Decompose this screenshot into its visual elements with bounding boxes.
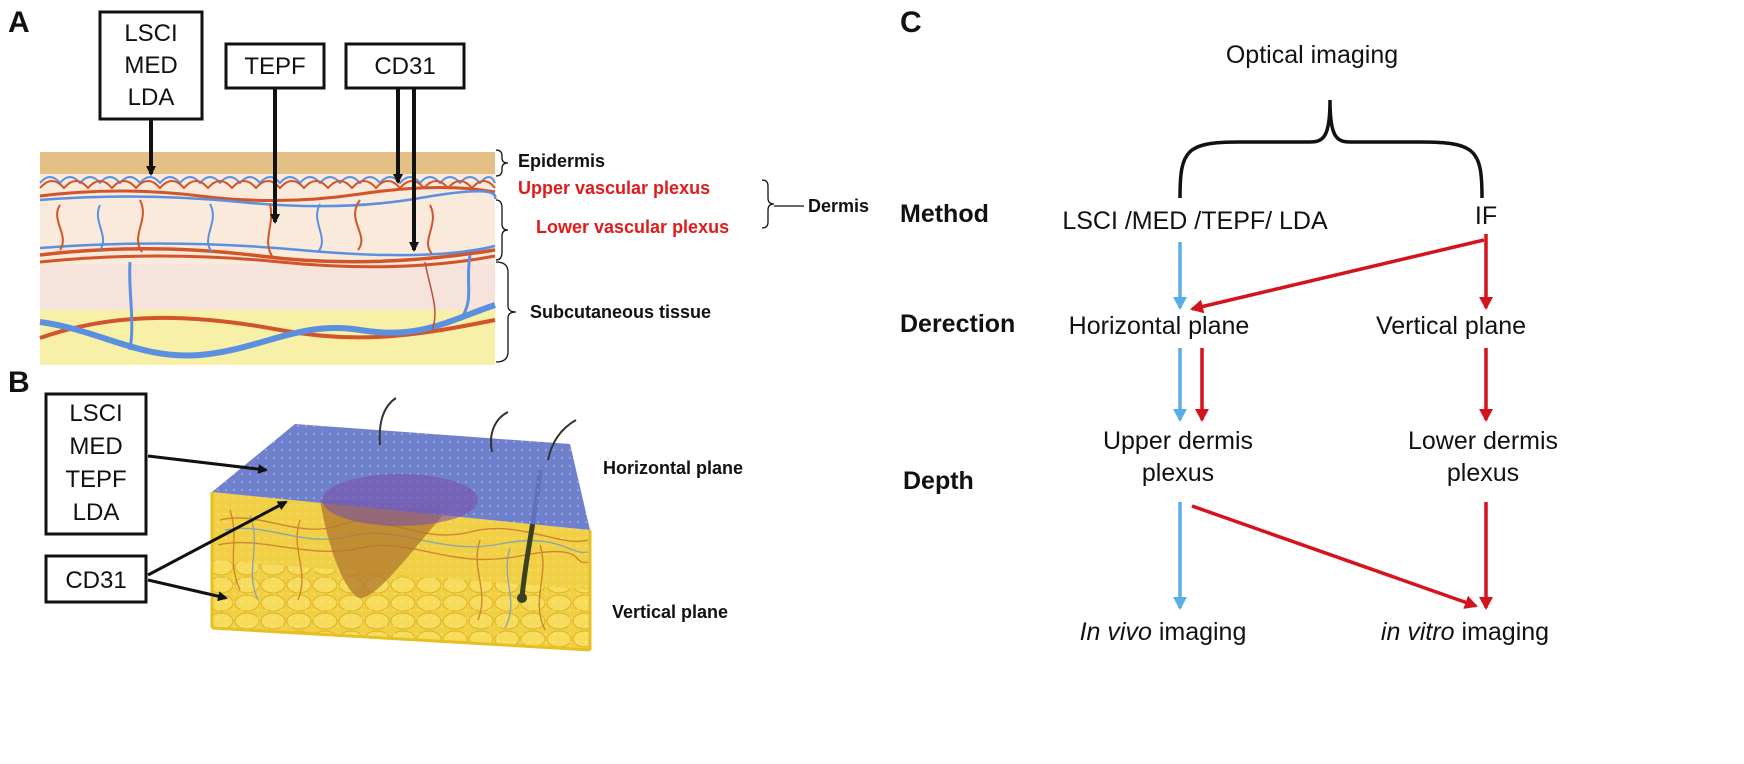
row-label-direction: Derection <box>900 310 1015 338</box>
panel-a-letter: A <box>8 6 30 39</box>
b-box-text-med: MED <box>69 433 122 460</box>
lower-dermis-line2: plexus <box>1447 459 1519 487</box>
connecting-vessels-red <box>56 199 434 257</box>
brace-subcutaneous <box>495 261 517 363</box>
panel-a: A LSCI MED LDA <box>8 6 869 365</box>
b-box-text-tepf: TEPF <box>65 466 126 493</box>
method-right-node: IF <box>1475 202 1497 230</box>
label-upper-vascular-plexus: Upper vascular plexus <box>518 178 710 198</box>
tissue-block <box>210 397 592 652</box>
subcutaneous-vessel-red <box>39 315 496 340</box>
lower-plexus-vessel-blue <box>39 242 496 257</box>
upper-dermis-line2: plexus <box>1142 459 1214 487</box>
hairs <box>378 397 577 461</box>
lower-dermis-layer <box>40 264 495 310</box>
b-box-text-cd31: CD31 <box>65 567 126 594</box>
in-vitro-rest: imaging <box>1455 618 1550 646</box>
row-label-method: Method <box>900 200 989 228</box>
lower-plexus-vessel-red <box>39 246 496 264</box>
method-left-node: LSCI /MED /TEPF/ LDA <box>1062 207 1328 235</box>
lower-dermis-line1: Lower dermis <box>1408 427 1558 455</box>
label-box-tepf: TEPF <box>224 42 326 90</box>
capillary-loops-red <box>39 180 496 190</box>
arrow-to-horizontal-plane <box>147 454 268 475</box>
in-vivo-rest: imaging <box>1152 618 1247 646</box>
label-dermis: Dermis <box>808 196 869 216</box>
box-text-tepf: TEPF <box>244 53 305 80</box>
label-vertical-plane: Vertical plane <box>612 602 728 622</box>
panel-b-letter: B <box>8 366 30 399</box>
horizontal-plane-node: Horizontal plane <box>1069 312 1250 340</box>
panel-c-letter: C <box>900 6 922 39</box>
vertical-vessels-blue <box>128 254 472 351</box>
skin-cross-section <box>39 152 497 365</box>
arrow-upper-to-invitro-red <box>1191 504 1478 609</box>
panel-c: C Optical imaging Method Derection Depth… <box>900 6 1558 646</box>
connecting-vessels-blue <box>97 203 323 253</box>
in-vivo-imaging-node: In vivo imaging <box>1080 618 1247 646</box>
vertical-plane-node: Vertical plane <box>1376 312 1526 340</box>
in-vitro-imaging-node: in vitro imaging <box>1381 618 1549 646</box>
capillary-loops-blue <box>39 176 496 185</box>
box-text-med: MED <box>124 52 177 79</box>
arrow-cd31-to-section <box>147 500 288 577</box>
in-vitro-italic: in vitro <box>1381 618 1455 646</box>
brace-dermis <box>761 179 775 229</box>
label-subcutaneous-tissue: Subcutaneous tissue <box>530 302 711 322</box>
label-box-cd31: CD31 <box>344 42 466 90</box>
lower-plexus-vessel-red-2 <box>39 254 496 269</box>
optical-imaging-title: Optical imaging <box>1226 41 1398 69</box>
wound-area <box>322 474 478 526</box>
upper-dermis-line1: Upper dermis <box>1103 427 1253 455</box>
box-text-lsci: LSCI <box>124 20 177 47</box>
label-box-b-methods: LSCI MED TEPF LDA <box>44 392 148 536</box>
box-text-cd31: CD31 <box>374 53 435 80</box>
b-box-text-lda: LDA <box>73 499 120 526</box>
row-label-depth: Depth <box>903 467 974 495</box>
panel-b: B LSCI MED TEPF LDA <box>8 366 743 652</box>
label-horizontal-plane: Horizontal plane <box>603 458 743 478</box>
arrow-cd31-to-vertical <box>147 578 228 602</box>
in-vivo-italic: In vivo <box>1080 618 1152 646</box>
brace-epidermis <box>495 149 509 177</box>
label-lower-vascular-plexus: Lower vascular plexus <box>536 217 729 237</box>
follicle-bulb <box>517 593 527 603</box>
arrow-if-to-horizontal-red <box>1190 238 1485 314</box>
label-box-b-cd31: CD31 <box>44 554 148 604</box>
upper-plexus-vessel-blue <box>39 190 497 208</box>
b-box-text-lsci: LSCI <box>69 400 122 427</box>
subcutaneous-vessel-blue <box>39 302 496 359</box>
box-text-lda: LDA <box>128 84 175 111</box>
method-brace <box>1178 99 1484 199</box>
label-box-lsci-med-lda: LSCI MED LDA <box>98 10 204 121</box>
brace-lower-plexus <box>495 199 509 261</box>
epidermis-layer <box>40 152 495 174</box>
label-epidermis: Epidermis <box>518 151 605 171</box>
vertical-vessel-red <box>424 261 436 331</box>
